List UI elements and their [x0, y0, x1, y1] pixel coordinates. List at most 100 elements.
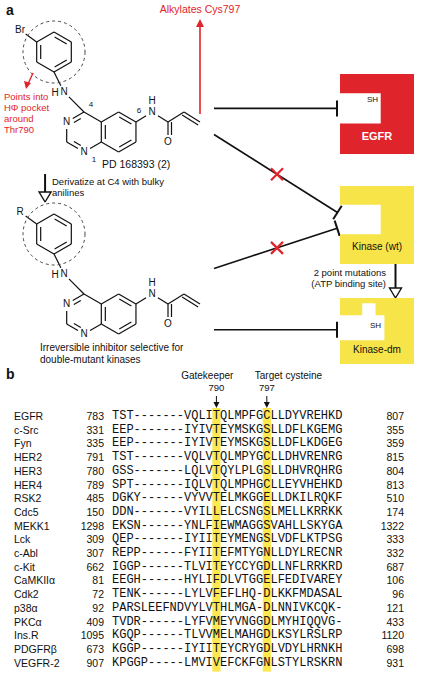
bond-line [101, 112, 118, 122]
bond-line [158, 298, 168, 304]
kinase-name: HER4 [14, 479, 42, 491]
atom-label: H [51, 269, 58, 281]
bond-line [101, 142, 118, 152]
pointer-arrow [216, 396, 217, 403]
sequence: DGKY------VYVVTELMKGGELLDKILRQKF [112, 492, 342, 506]
bond-line [119, 117, 131, 124]
atom-label: H [148, 95, 155, 107]
residue-number: 335 [86, 437, 104, 449]
inhibition-line [214, 135, 337, 213]
structure-caption: Irreversible inhibitor selective for dou… [40, 342, 214, 365]
bond-line [136, 298, 146, 304]
leader-arrow [28, 73, 33, 84]
atom-label: O [164, 318, 172, 330]
bond-line [71, 224, 72, 244]
residue-number: 662 [86, 561, 104, 573]
bond-line [37, 214, 54, 224]
inhibition-line [214, 108, 337, 110]
mutant-kinase: Kinase-dmSH [340, 298, 414, 364]
sequence: EEGH------HYLIFDLVTGGELFEDIVAREY [112, 574, 342, 588]
bond-line [73, 112, 84, 119]
bond-line [119, 294, 136, 304]
bond-line [74, 324, 81, 328]
chemical-structure [23, 203, 200, 334]
inhibition-bar [336, 100, 338, 116]
bond-line [69, 279, 84, 294]
bond-line [40, 45, 41, 59]
wild-type-kinase: Kinase (wt) [340, 186, 414, 264]
kinase-name: Cdc5 [14, 506, 39, 518]
connector-group [214, 322, 337, 338]
kinase-name: Lck [14, 533, 30, 545]
residue-number: 96 [392, 588, 404, 600]
kinase-name: CaMKIIα [14, 574, 55, 586]
atom-label: N [80, 146, 87, 158]
arrow-head [213, 402, 219, 408]
atom-label: N [80, 328, 87, 340]
atom-label: O [164, 136, 172, 148]
arrow-head [264, 402, 270, 408]
inhibition-bar [336, 322, 338, 338]
kinase-name: EGFR [362, 130, 393, 143]
pointer-arrow [266, 396, 267, 403]
atom-label: H [51, 87, 58, 99]
residue-number: 813 [386, 479, 404, 491]
annotation: Points into HΦ pocket around Thr790 [4, 92, 62, 136]
atom-label: N [60, 86, 67, 98]
residue-number: 510 [386, 492, 404, 504]
atom-label: 4 [89, 100, 93, 109]
connector-group [214, 100, 337, 116]
bond-line [167, 304, 168, 317]
bond-line [119, 142, 136, 152]
transform-arrow [395, 264, 397, 288]
bond-line [74, 142, 81, 146]
bond-line [37, 32, 54, 42]
kinase-name: c-Kit [14, 561, 35, 573]
cross-mark [271, 242, 283, 254]
residue-number: 1095 [81, 629, 104, 641]
bond-line [168, 112, 184, 122]
bond-line [119, 322, 131, 329]
residue-number: 359 [386, 437, 404, 449]
kinase-name: p38α [14, 602, 38, 614]
sequence: GSS-------LQLVTQYLPLGSLLDHVRQHRG [112, 465, 342, 479]
bond-line [74, 118, 81, 122]
residue-number: 409 [86, 616, 104, 628]
residue-number: 433 [386, 616, 404, 628]
bond-line [36, 42, 37, 62]
bond-line [71, 42, 72, 62]
bond-line [105, 307, 106, 321]
bond-line [119, 324, 136, 334]
kinase-name: EGFR [14, 410, 43, 422]
connector-group [39, 174, 51, 202]
atom-label: N [60, 268, 67, 280]
bond-line [136, 116, 146, 122]
residue-number: 790 [208, 383, 224, 394]
bond-line [119, 112, 136, 122]
residue-number: 307 [86, 547, 104, 559]
bond-line [158, 116, 168, 122]
inhibitor-structure: PD 168393 (2) [8, 16, 214, 174]
edge-label: Derivatize at C4 with bulky anilines [52, 177, 164, 199]
bond-line [101, 304, 102, 324]
residue-number: 72 [92, 588, 104, 600]
kinase-name: MEKK1 [14, 520, 50, 532]
residue-number: 333 [386, 533, 404, 545]
inhibition-bar [333, 206, 342, 220]
connector-group [390, 264, 402, 298]
cross-mark [271, 168, 283, 180]
residue-number: 783 [86, 410, 104, 422]
sequence: TVDR------LYFVMEYVNGGDLMYHIQQVG- [112, 616, 342, 630]
kinase-name: Kinase-dm [353, 344, 401, 356]
residue-number: 931 [386, 657, 404, 669]
residue-number: 907 [86, 657, 104, 669]
kinase-name: VEGFR-2 [14, 657, 60, 669]
bond-line [55, 219, 67, 226]
inhibition-line [214, 228, 337, 268]
bond-line [105, 125, 106, 139]
residue-number: 815 [386, 451, 404, 463]
residue-number: 485 [86, 492, 104, 504]
inhibition-line [214, 329, 337, 331]
panel-letter: a [6, 2, 14, 18]
